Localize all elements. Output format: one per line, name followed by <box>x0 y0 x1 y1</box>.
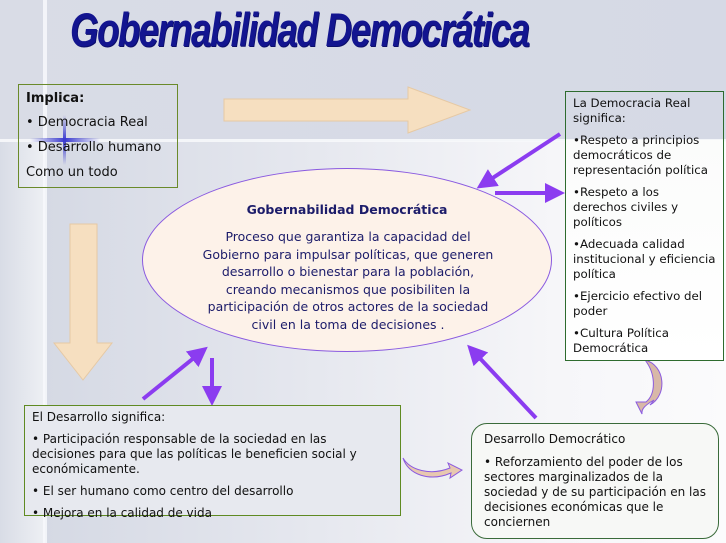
arrow-to-ellipse-from-dreal-icon <box>476 132 562 189</box>
democracia-real-item: •Ejercicio efectivo del poder <box>573 289 703 318</box>
ellipse-title: Gobernabilidad Democrática <box>246 202 448 217</box>
implica-box: Implica: • Democracia Real • Desarrollo … <box>18 84 178 188</box>
democracia-real-heading: La Democracia Real significa: <box>573 96 691 125</box>
implica-item: • Democracia Real <box>26 115 148 130</box>
arrow-to-ellipse-from-ddem-icon <box>467 344 538 420</box>
background-vertical-line <box>43 0 47 543</box>
block-arrow-down-icon <box>52 223 114 381</box>
desarrollo-democratico-box: Desarrollo Democrático • Reforzamiento d… <box>471 423 719 539</box>
curved-arrow-down-icon <box>635 359 663 415</box>
central-ellipse <box>142 168 552 352</box>
ellipse-body: Proceso que garantiza la capacidad del G… <box>202 229 494 332</box>
implica-footer: Como un todo <box>26 165 118 180</box>
democracia-real-item: •Adecuada calidad institucional y eficie… <box>573 237 716 281</box>
background-horizontal-line <box>0 139 726 142</box>
democracia-real-item: •Respeto a los derechos civiles y políti… <box>573 185 679 229</box>
block-arrow-right-icon <box>223 86 472 134</box>
desarrollo-democratico-body: • Reforzamiento del poder de los sectore… <box>484 455 706 529</box>
desarrollo-democratico-heading: Desarrollo Democrático <box>484 432 626 446</box>
page-title: Gobernabilidad Democrática <box>70 3 530 56</box>
desarrollo-item: • Mejora en la calidad de vida <box>32 506 212 520</box>
arrow-to-ellipse-from-desarrollo-icon <box>141 346 208 401</box>
desarrollo-item: • Participación responsable de la socied… <box>32 432 357 476</box>
desarrollo-item: • El ser humano como centro del desarrol… <box>32 484 294 498</box>
democracia-real-item: •Respeto a principios democráticos de re… <box>573 133 709 177</box>
implica-heading: Implica: <box>26 91 85 106</box>
democracia-real-item: •Cultura Política Democrática <box>573 326 669 355</box>
desarrollo-heading: El Desarrollo significa: <box>32 410 166 424</box>
desarrollo-box: El Desarrollo significa: • Participación… <box>24 405 401 520</box>
democracia-real-box: La Democracia Real significa: •Respeto a… <box>565 91 724 361</box>
implica-item: • Desarrollo humano <box>26 140 162 155</box>
curved-arrow-right-icon <box>402 457 463 480</box>
sparkle-decoration-vertical <box>63 115 66 165</box>
